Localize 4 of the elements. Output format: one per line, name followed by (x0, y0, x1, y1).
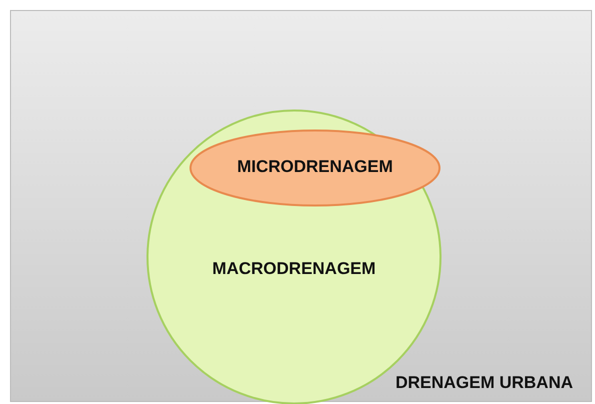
region-label: MACRODRENAGEM (211, 259, 377, 279)
background-panel (10, 10, 592, 402)
region-label: MICRODRENAGEM (236, 157, 394, 177)
region-label: DRENAGEM URBANA (395, 373, 573, 393)
